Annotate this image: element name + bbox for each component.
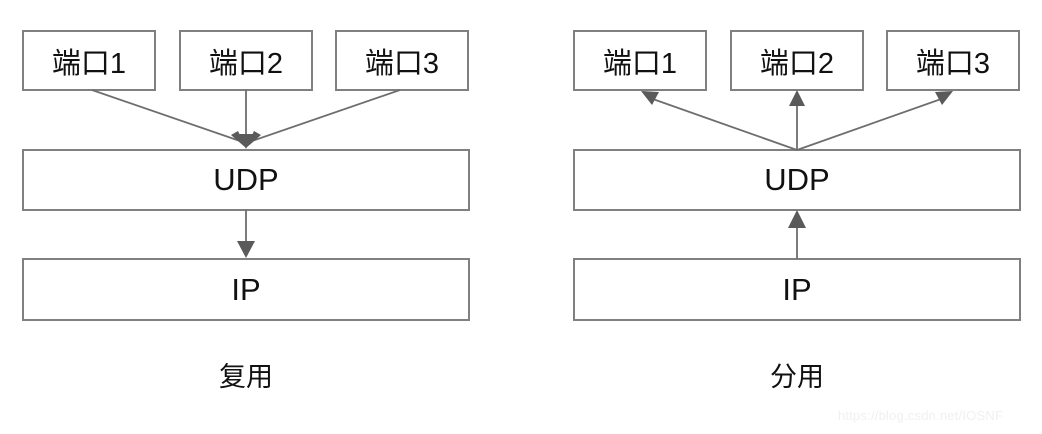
port-box-2-left[interactable] bbox=[179, 30, 313, 91]
caption-multiplexing: 复用 bbox=[219, 361, 273, 392]
udp-box-left[interactable] bbox=[22, 149, 470, 211]
arrow-ip-to-udp-right bbox=[788, 210, 806, 259]
arrow-port3-to-udp-left bbox=[246, 89, 401, 148]
udp-box-right[interactable] bbox=[573, 149, 1021, 211]
port-box-3-left[interactable] bbox=[335, 30, 469, 91]
arrow-udp-to-port1-right bbox=[641, 91, 798, 151]
port-box-1-right[interactable] bbox=[573, 30, 707, 91]
port-box-3-right[interactable] bbox=[886, 30, 1020, 91]
port-box-1-left[interactable] bbox=[22, 30, 156, 91]
arrow-udp-to-port2-right bbox=[789, 90, 805, 150]
port-box-2-right[interactable] bbox=[730, 30, 864, 91]
ip-box-left[interactable] bbox=[22, 258, 470, 321]
arrow-udp-to-port3-right bbox=[796, 91, 953, 151]
caption-demultiplexing: 分用 bbox=[770, 361, 824, 392]
watermark-text: https://blog.csdn.net/IOSNF bbox=[838, 408, 1004, 423]
arrow-udp-to-ip-left bbox=[237, 210, 255, 258]
arrow-port2-to-udp-left bbox=[239, 90, 253, 149]
panel-demultiplexing bbox=[573, 30, 1021, 321]
arrow-port1-to-udp-left bbox=[91, 89, 246, 148]
ip-box-right[interactable] bbox=[573, 258, 1021, 321]
panel-multiplexing bbox=[22, 30, 470, 321]
